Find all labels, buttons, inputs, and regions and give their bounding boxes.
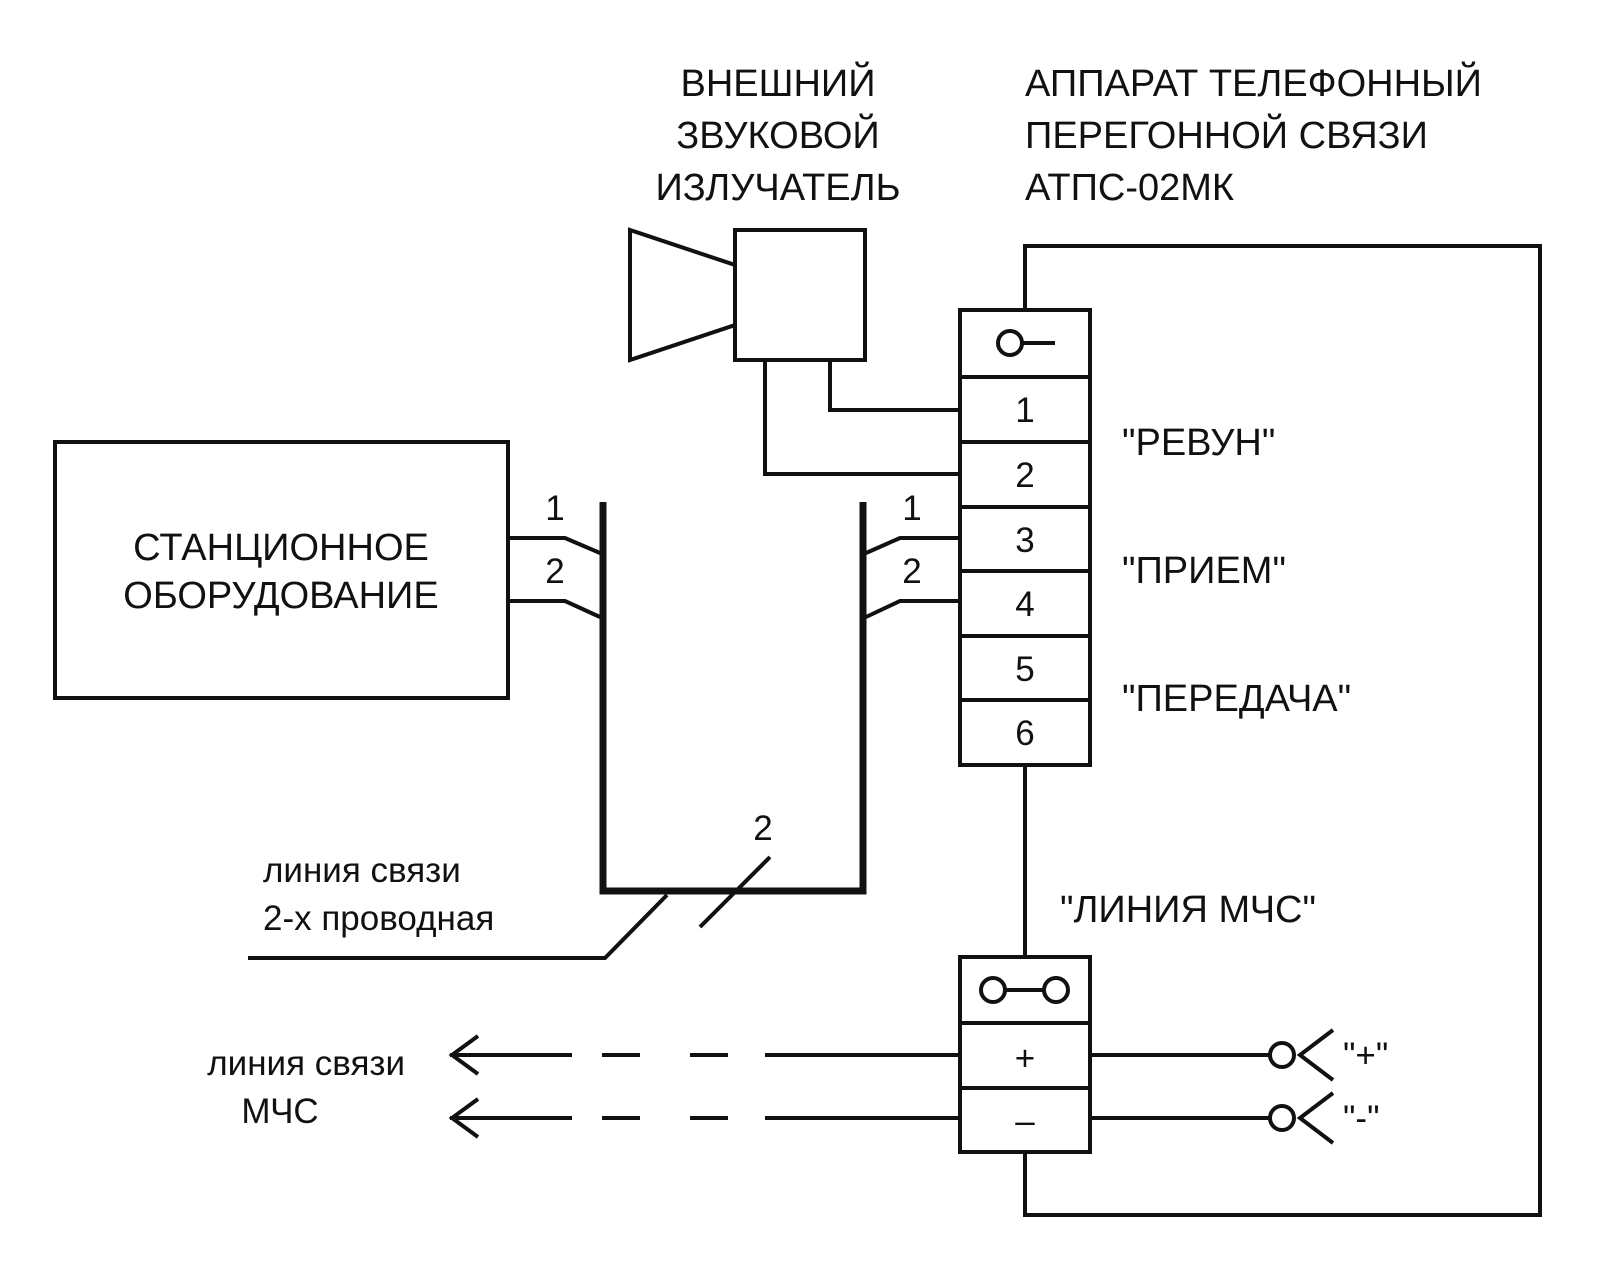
- terminal-2: 2: [1015, 456, 1034, 495]
- horn-label-line-1: ВНЕШНИЙ: [680, 60, 875, 105]
- label-priem: "ПРИЕМ": [1122, 550, 1286, 592]
- power-minus-connector-icon: [1090, 1091, 1335, 1145]
- label-mchs-line: "ЛИНИЯ МЧС": [1060, 889, 1316, 931]
- jumper-symbol-icon: [979, 976, 1070, 1004]
- connector-symbol-icon: [996, 329, 1055, 357]
- device-title-line-2: ПЕРЕГОННОЙ СВЯЗИ: [1025, 112, 1428, 157]
- horn-icon: [628, 227, 867, 363]
- horn-wire-2: [763, 360, 960, 476]
- station-label-line-1: СТАНЦИОННОЕ: [133, 527, 429, 569]
- arrow-left-icon: [448, 1097, 480, 1139]
- mchs-line-label-2: МЧС: [241, 1092, 318, 1131]
- station-wire-1: [508, 536, 601, 555]
- line-wire-1: [865, 536, 960, 555]
- power-plus-label: "+": [1343, 1036, 1388, 1075]
- device-title-line-1: АППАРАТ ТЕЛЕФОННЫЙ: [1025, 60, 1482, 105]
- line-wire-2: [865, 599, 960, 619]
- two-wire-line: [599, 502, 867, 895]
- label-revun: "РЕВУН": [1122, 422, 1275, 464]
- terminal-plus: +: [1015, 1039, 1035, 1078]
- two-wire-line-label-2: 2-х проводная: [263, 899, 494, 938]
- line-count: 2: [753, 809, 772, 848]
- device-title-line-3: АТПС-02МК: [1025, 167, 1234, 209]
- label-peredacha: "ПЕРЕДАЧА": [1122, 678, 1351, 720]
- power-plus-connector-icon: [1090, 1028, 1335, 1082]
- mchs-line-label-1: линия связи: [207, 1044, 405, 1083]
- two-wire-line-leader: [248, 893, 669, 960]
- station-wire-number-2: 2: [545, 552, 564, 591]
- terminal-1: 1: [1015, 391, 1034, 430]
- line-count-slash: [698, 855, 772, 929]
- horn-wire-1: [828, 360, 960, 412]
- station-wire-2: [508, 599, 601, 619]
- two-wire-line-label-1: линия связи: [263, 851, 461, 890]
- station-wire-number-1: 1: [545, 489, 564, 528]
- power-minus-label: "-": [1343, 1099, 1380, 1138]
- arrow-left-icon: [448, 1034, 480, 1076]
- terminal-4: 4: [1015, 585, 1034, 624]
- terminal-3: 3: [1015, 521, 1034, 560]
- line-wire-number-2: 2: [902, 552, 921, 591]
- horn-label-line-3: ИЗЛУЧАТЕЛЬ: [655, 167, 900, 209]
- station-label-line-2: ОБОРУДОВАНИЕ: [123, 575, 438, 617]
- terminal-minus: –: [1015, 1102, 1035, 1141]
- device-enclosure: [1023, 244, 1542, 1217]
- line-wire-number-1: 1: [902, 489, 921, 528]
- terminal-6: 6: [1015, 714, 1034, 753]
- terminal-5: 5: [1015, 650, 1034, 689]
- station-equipment-box: [53, 440, 510, 700]
- horn-label-line-2: ЗВУКОВОЙ: [676, 112, 879, 157]
